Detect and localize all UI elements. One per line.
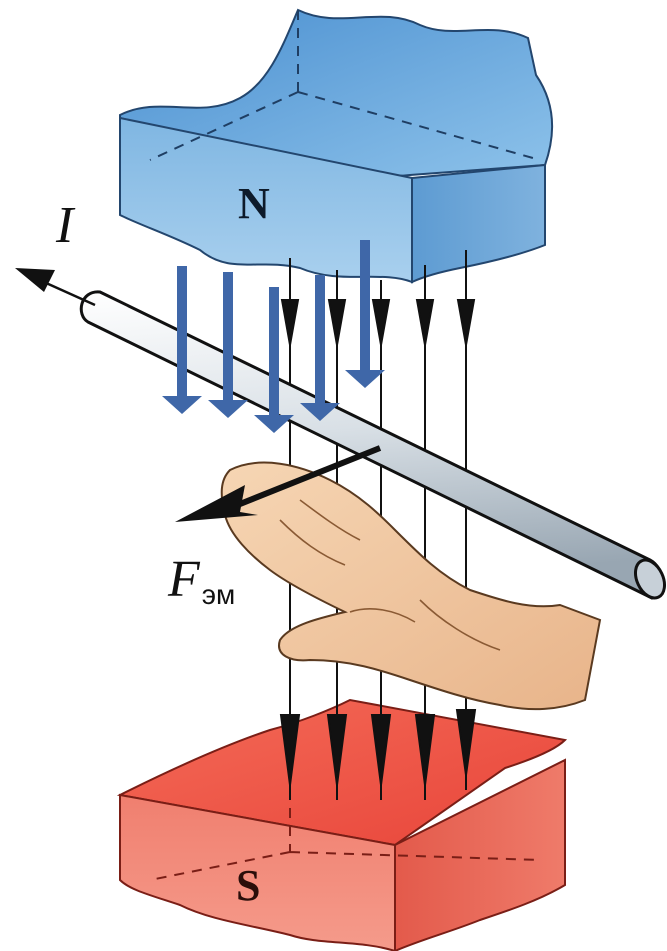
- north-magnet-top: [119, 8, 554, 177]
- blue-arrow: [162, 266, 202, 414]
- left-hand-icon: [220, 461, 602, 711]
- north-pole-label: N: [238, 179, 270, 228]
- north-magnet: [119, 8, 554, 284]
- force-subscript: эм: [201, 579, 236, 610]
- force-symbol: F: [168, 551, 200, 608]
- blue-arrow: [208, 272, 248, 418]
- blue-arrow: [345, 240, 385, 388]
- blue-arrow: [254, 287, 294, 433]
- south-magnet-top: [116, 698, 568, 847]
- blue-arrow: [300, 275, 340, 421]
- force-label: Fэм: [168, 550, 235, 611]
- south-magnet-side: [394, 758, 566, 951]
- south-magnet: [116, 698, 568, 951]
- field-line: [414, 265, 436, 800]
- north-magnet-front: [119, 116, 413, 284]
- north-magnet-side: [411, 163, 546, 284]
- current-direction-arrow: [15, 268, 96, 307]
- south-magnet-front: [119, 793, 396, 951]
- south-pole-label: S: [236, 861, 261, 910]
- field-line: [455, 250, 477, 790]
- blue-field-arrows: [162, 240, 385, 433]
- force-arrow: [175, 445, 382, 522]
- current-label: I: [56, 197, 74, 254]
